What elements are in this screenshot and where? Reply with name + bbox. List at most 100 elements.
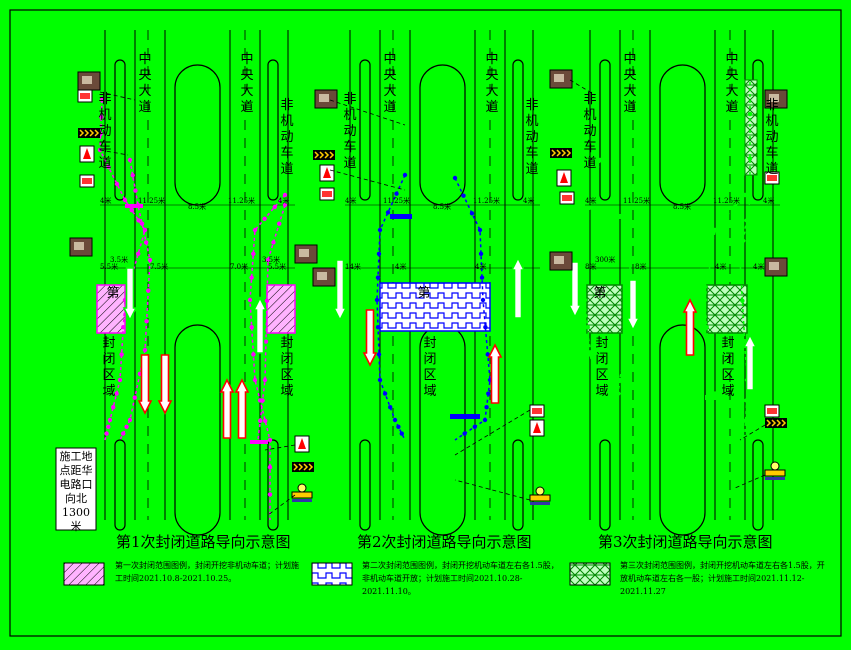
panel-2-dim-2: 8.5米 <box>433 203 452 211</box>
panel-1-road-side-label: 非机动车道 <box>98 92 112 171</box>
phase1-arrow-up-red-2 <box>234 378 250 439</box>
panel-3-title: 第3次封闭道路导向示意图 <box>598 533 773 551</box>
sign-board-icon-face <box>769 94 779 102</box>
panel-1-left-island-bottom <box>114 439 126 531</box>
panel-2-dim-3: 11.25米 <box>473 197 501 205</box>
phase3-path-right-dot <box>733 431 738 436</box>
phase3-path-right-dot <box>722 417 728 423</box>
warning-chevron-icon-mark <box>303 463 309 471</box>
phase1-path-left-dot <box>99 97 105 103</box>
phase1-path-left-dot <box>107 417 113 423</box>
phase1-path-right-dot <box>262 216 267 221</box>
panel-2-right-island-top <box>512 59 524 201</box>
phase2-bar-top <box>390 214 412 219</box>
warning-chevron-icon-mark <box>766 419 772 427</box>
phase3-path-right <box>704 194 746 441</box>
phase3-path-left-2-dot <box>617 377 623 383</box>
legend-3-text: 第三次封闭范围图例，封闭开挖机动车道左右各1.5股，开放机动车道左右各一股；计划… <box>620 561 825 596</box>
traffic-cone-icon-shape <box>560 172 568 183</box>
phase2-path-right-dot <box>452 175 458 181</box>
panel-1-dim-4: 4米 <box>278 197 290 205</box>
signs-layer <box>69 69 788 516</box>
panel-3-closure-label: 封闭区域 <box>595 336 609 399</box>
phase1-path-right-2-dot <box>277 221 282 226</box>
phase3-path-right-2-dot <box>747 197 753 203</box>
phase2-path-left-dot <box>388 405 393 410</box>
phase2-arrow-down-red <box>362 309 378 367</box>
phase1-path-right-dot <box>263 418 268 423</box>
phase1-path-left-2-dot <box>139 221 145 226</box>
panel-2-dim-7: 4米 <box>475 263 487 271</box>
phase1-closure-left <box>96 284 126 334</box>
phase1-path-left-dot <box>114 181 120 187</box>
phase3-path-right-dot <box>742 192 748 198</box>
phase2-path-right-dot <box>469 211 475 216</box>
warning-chevron-icon-mark <box>551 149 557 157</box>
panel-1-road-center-label: 中央大道 <box>138 52 152 115</box>
phase3-path-right-dot <box>727 424 733 429</box>
phase3-path-right-dot <box>712 227 718 233</box>
phase1-path-right-dot <box>247 297 253 303</box>
phase1-arrow-up-red <box>219 378 235 439</box>
phase3-path-left-2-dot <box>616 391 621 396</box>
panel-3-dim-8: 4米 <box>753 263 765 271</box>
panel-3-left-island-bottom <box>599 439 611 531</box>
warning-light-icon-lamp <box>80 93 90 99</box>
phase1-bar-bottom <box>250 440 268 444</box>
phase2-path-left-dot <box>396 424 401 429</box>
panel-2-dim-6: 4米 <box>395 263 407 271</box>
phase3-path-right-dot <box>709 251 714 256</box>
phase1-path-left-dot <box>111 405 116 410</box>
phase3-path-right-dot <box>718 405 723 410</box>
phase2-arrow-up-red <box>487 343 503 404</box>
phase3-path-left-2-dot <box>623 184 628 190</box>
warning-chevron-icon-mark <box>308 463 314 471</box>
phase3-path-right-dot <box>712 391 718 396</box>
panel-3-dim-5: 8米 <box>585 263 597 271</box>
panel-1-right-island-top <box>267 59 279 201</box>
phase3-path-right-2-dot <box>747 67 753 73</box>
barrier-icon <box>529 494 551 502</box>
warning-chevron-icon-mark <box>293 463 299 471</box>
phase3-path-right-2-dot <box>741 238 746 243</box>
phase1-path-right-dot <box>251 251 256 256</box>
legend-swatch-2 <box>311 562 353 586</box>
phase3-path-right-dot <box>707 377 713 383</box>
phase2-path-right <box>454 177 491 441</box>
panel-3-dim-3: 11.25米 <box>713 197 741 205</box>
panel-1-title: 第1次封闭道路导向示意图 <box>116 533 291 551</box>
phase1-path-right-dot <box>282 192 288 198</box>
phase1-path-right-dot <box>267 437 273 443</box>
panel-1-closure-label-2: 封闭区域 <box>280 336 294 399</box>
leader-line <box>99 91 136 101</box>
leader-line <box>264 444 296 451</box>
panel-3-right-island-bottom <box>752 439 764 531</box>
panel-1-dim-3: 11.25米 <box>228 197 256 205</box>
phase1-path-left-dot <box>122 197 128 203</box>
phase3-path-right-2-dot <box>744 398 749 403</box>
phase1-path-right-dot <box>252 377 258 383</box>
warning-chevron-icon-mark <box>94 129 100 137</box>
phase3-path-left-dot <box>582 251 588 256</box>
phase3-path-left-dot <box>594 391 600 396</box>
phase2-closure <box>379 282 491 332</box>
panel-3-road-center-label: 中央大道 <box>623 52 637 115</box>
panel-3-dim-4: 4米 <box>763 197 775 205</box>
phase2-path-right-dot <box>472 424 477 429</box>
phase3-path-right-dot <box>702 297 708 303</box>
phase1-path-left-dot <box>104 431 109 436</box>
panel-1-road-center-label-2: 中央大道 <box>240 52 254 115</box>
sign-board-icon-face <box>769 262 779 270</box>
phase2-path-right-dot <box>480 297 486 303</box>
phase2-bar-bottom <box>450 414 480 419</box>
barrier-icon-lamp <box>297 483 307 493</box>
traffic-cone-icon-shape <box>83 148 91 159</box>
frame-border <box>9 9 842 637</box>
sign-board-icon-face <box>299 249 309 257</box>
phase1-path-left-2 <box>119 159 151 441</box>
panel-1-dim-1: 11.25米 <box>138 197 166 205</box>
panel-1-closure-first: 第 <box>106 286 120 301</box>
phase3-bar-bottom <box>705 395 729 400</box>
panel-1-dim-7: 7.0米 <box>230 263 249 271</box>
